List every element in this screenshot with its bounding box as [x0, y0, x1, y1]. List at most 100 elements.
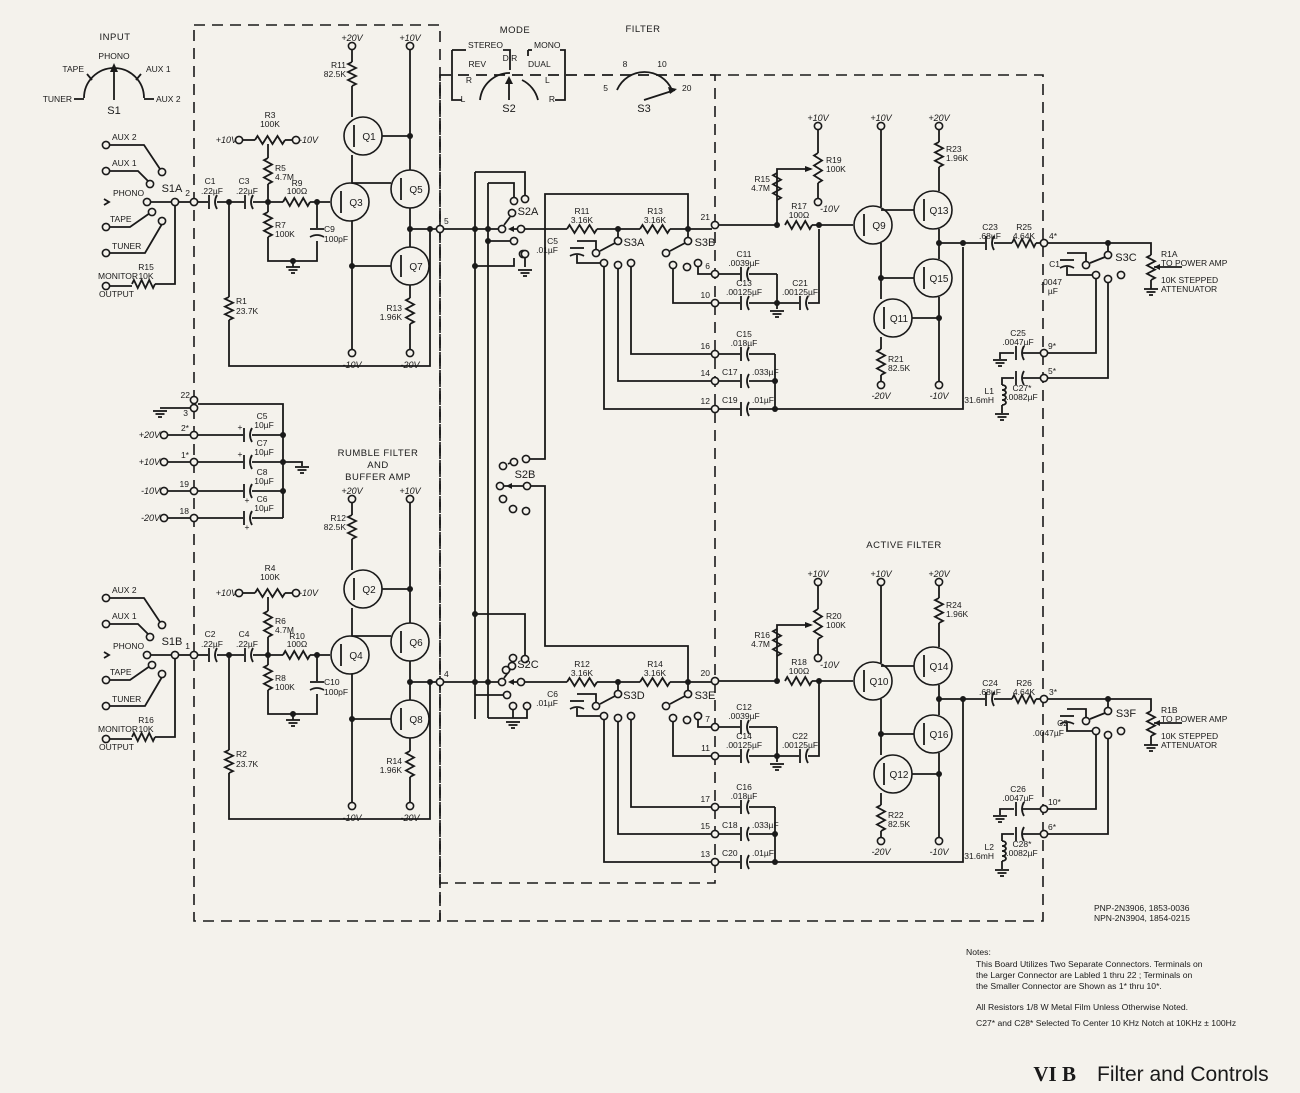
inductor-name: L1 — [985, 386, 995, 396]
wire — [198, 403, 284, 518]
terminal — [508, 653, 518, 663]
junction-dot — [936, 240, 942, 246]
terminal — [693, 711, 703, 721]
cap-value: 10µF — [254, 476, 274, 486]
terminal — [522, 701, 532, 711]
supply-cap-plate — [249, 510, 253, 526]
coupling-cap-plate — [214, 194, 218, 210]
cap-value: 100pF — [324, 687, 348, 697]
wire — [106, 597, 161, 623]
mode-rev-label: REV — [469, 59, 487, 69]
cap-name: C28* — [1013, 839, 1033, 849]
cap-value: .0082µF — [1006, 848, 1037, 858]
res-value: 100Ω — [789, 210, 810, 220]
cap-name: C5 — [547, 236, 558, 246]
monitor-resistor-value: 10K — [138, 724, 153, 734]
res-value: 1.96K — [946, 609, 969, 619]
attenuator-line: TO POWER AMP — [1161, 258, 1228, 268]
pot-value: 100K — [260, 572, 280, 582]
wire — [603, 720, 711, 863]
junction-dot — [427, 679, 433, 685]
terminal — [347, 801, 357, 811]
monitor-resistor — [131, 277, 156, 291]
cap-name: C16 — [736, 782, 752, 792]
junction-dot — [774, 300, 780, 306]
cap-value: .0047µF — [1002, 337, 1033, 347]
terminal-label: 2 — [185, 188, 190, 198]
filter-cap-plate — [746, 826, 750, 842]
cap-value: .033µF — [752, 367, 779, 377]
junction-dot — [485, 679, 491, 685]
res-name: R14 — [647, 659, 663, 669]
cap-name: C15 — [736, 329, 752, 339]
switch-boundary — [439, 74, 716, 884]
wiper-arrow-icon — [1154, 720, 1160, 726]
cap-name: C12 — [736, 702, 752, 712]
supply-cap-plate — [249, 483, 253, 499]
terminal — [1103, 706, 1113, 716]
transistor-label: Q16 — [930, 730, 949, 741]
terminal-label: 2* — [181, 423, 190, 433]
wire — [106, 212, 151, 228]
s2c-label: S2C — [517, 659, 538, 671]
terminal — [170, 197, 180, 207]
terminal — [347, 348, 357, 358]
cap-name: C13 — [736, 278, 752, 288]
rumble-filter-title: BUFFER AMP — [345, 472, 411, 483]
junction-dot — [936, 771, 942, 777]
attenuator-line: ATTENUATOR — [1161, 740, 1217, 750]
transistor-label: Q7 — [409, 262, 423, 273]
transistor-label: Q5 — [409, 185, 423, 196]
pointer-arrow-icon — [505, 76, 513, 84]
notch-cap-plate — [1021, 370, 1025, 386]
terminal — [1039, 348, 1049, 358]
wire — [669, 242, 686, 252]
wire — [672, 722, 711, 757]
terminal — [189, 650, 199, 660]
monitor-resistor-name: R16 — [138, 715, 154, 725]
input-tuner-contact-label: TUNER — [112, 694, 141, 704]
input-tape-label: TAPE — [62, 64, 84, 74]
coupling-cap-plate — [250, 647, 254, 663]
wire — [599, 242, 616, 252]
terminal-label: 22 — [181, 390, 191, 400]
wire — [775, 700, 964, 863]
cap-name: C27* — [1013, 383, 1033, 393]
terminal — [710, 376, 720, 386]
terminal-label: 16 — [701, 341, 711, 351]
wire — [630, 720, 711, 808]
filter-cap-plate — [805, 748, 809, 764]
cap-value: .0039µF — [728, 711, 759, 721]
terminal — [710, 298, 720, 308]
supply-cap-plate — [249, 454, 253, 470]
wire — [603, 267, 711, 410]
wire — [1066, 723, 1092, 732]
terminal — [591, 248, 601, 258]
cap-name: C3 — [239, 176, 250, 186]
terminal — [234, 135, 244, 145]
res-value: 100Ω — [287, 186, 308, 196]
input-phono-label: PHONO — [98, 51, 130, 61]
terminal — [710, 676, 720, 686]
rumble-filter-title: AND — [367, 460, 389, 471]
terminal — [101, 140, 111, 150]
attenuator-line: ATTENUATOR — [1161, 284, 1217, 294]
rail-label: -20V — [400, 813, 420, 823]
terminal — [682, 715, 692, 725]
transistor-label: Q2 — [362, 585, 376, 596]
cap-name: C1 — [205, 176, 216, 186]
inductor-icon — [1001, 384, 1007, 406]
wire — [106, 665, 151, 681]
output-resistor — [1011, 236, 1037, 250]
transistor-label: Q10 — [870, 677, 889, 688]
transistor-icon — [853, 205, 893, 245]
terminal-label: 13 — [701, 849, 711, 859]
terminal — [521, 454, 531, 464]
coupling-cap-plate — [250, 194, 254, 210]
base-resistor — [784, 675, 813, 687]
res-name: R2 — [236, 749, 247, 759]
monitor-resistor-name: R15 — [138, 262, 154, 272]
wire — [1048, 283, 1109, 379]
mode-dual-label: DUAL — [528, 59, 551, 69]
res-name: R9 — [292, 178, 303, 188]
